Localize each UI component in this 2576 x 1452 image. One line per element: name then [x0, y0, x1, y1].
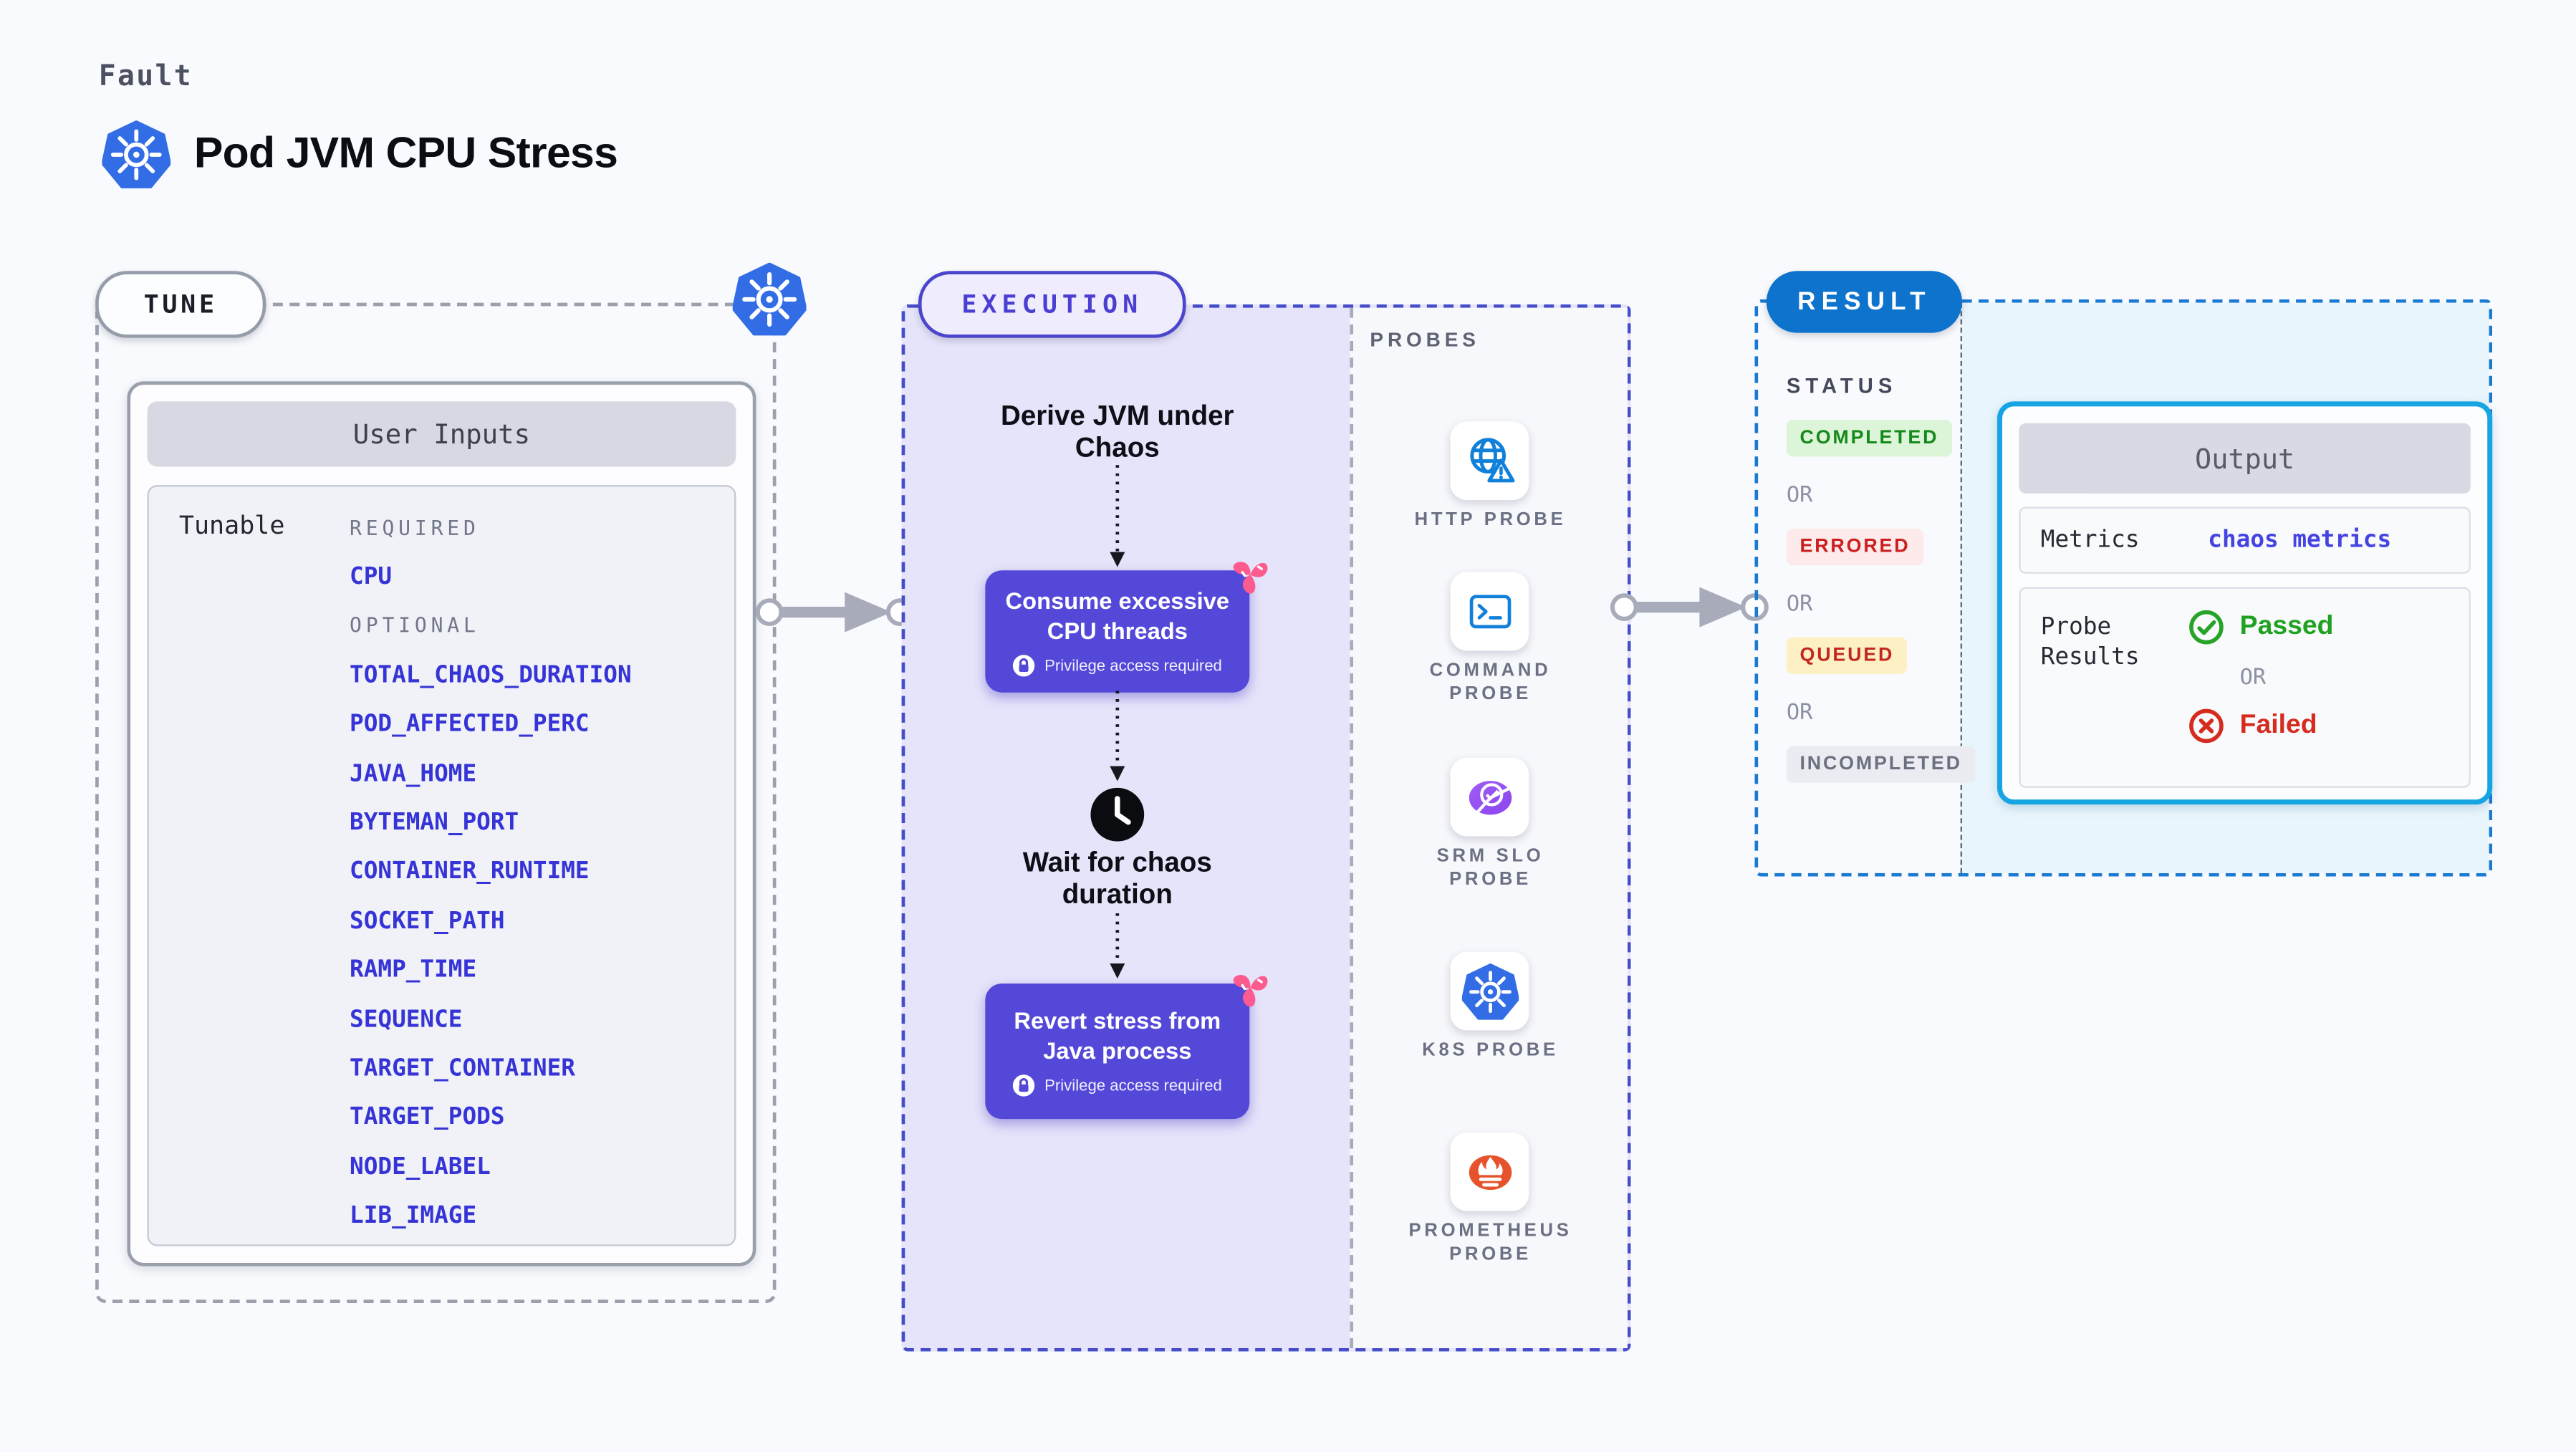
globe-alert-icon	[1469, 437, 1514, 482]
output-title: Output	[2019, 423, 2471, 494]
result-pill: RESULT	[1766, 271, 1963, 333]
command-probe-tile	[1450, 572, 1529, 651]
tunable-item[interactable]: SOCKET_PATH	[350, 908, 505, 935]
or-label: OR	[1786, 701, 1813, 726]
or-label: OR	[2239, 665, 2267, 691]
passed-label: Passed	[2239, 612, 2334, 641]
probe-label: SRM SLO PROBE	[1436, 846, 1544, 890]
tunable-panel: Tunable REQUIRED CPU OPTIONAL TOTAL_CHAO…	[147, 485, 736, 1246]
tunable-item[interactable]: SEQUENCE	[350, 1006, 463, 1034]
tunable-item[interactable]: TARGET_PODS	[350, 1105, 505, 1132]
revert-step-label: Revert stress from Java process	[1014, 1006, 1221, 1063]
metrics-value[interactable]: chaos metrics	[2208, 527, 2392, 554]
probe-results-label: Probe Results	[2040, 613, 2140, 671]
x-circle-icon	[2189, 708, 2224, 744]
slo-pie-icon	[1468, 780, 1512, 814]
status-heading: STATUS	[1786, 375, 1898, 398]
derive-step: Derive JVM under Chaos	[1001, 401, 1234, 464]
status-badge-errored: ERRORED	[1786, 528, 1924, 566]
chaos-pinwheel-icon	[1230, 557, 1269, 597]
status-badge-incompleted: INCOMPLETED	[1786, 746, 1976, 783]
tunable-item[interactable]: TARGET_CONTAINER	[350, 1055, 575, 1082]
dotted-arrow-icon	[1110, 913, 1125, 979]
tune-section	[95, 302, 777, 1304]
tunable-item[interactable]: POD_AFFECTED_PERC	[350, 711, 590, 739]
prometheus-icon	[1468, 1154, 1512, 1189]
required-heading: REQUIRED	[350, 516, 480, 540]
output-card: Output Metrics chaos metrics Probe Resul…	[1997, 401, 2493, 805]
user-inputs-title: User Inputs	[147, 401, 736, 467]
user-inputs-card: User Inputs Tunable REQUIRED CPU OPTIONA…	[127, 381, 756, 1266]
probes-panel: PROBES HTTP PROBE	[1350, 307, 1628, 1349]
prometheus-probe-tile	[1450, 1132, 1529, 1211]
probe-label: COMMAND PROBE	[1429, 660, 1552, 705]
lock-icon	[1012, 1074, 1037, 1097]
tunable-item[interactable]: CONTAINER_RUNTIME	[350, 858, 590, 886]
terminal-icon	[1469, 594, 1511, 628]
failed-label: Failed	[2239, 711, 2317, 740]
tunable-item[interactable]: LIB_IMAGE	[350, 1203, 477, 1230]
tunable-item[interactable]: RAMP_TIME	[350, 957, 477, 984]
or-label: OR	[1786, 483, 1813, 509]
probe-label: PROMETHEUS PROBE	[1408, 1221, 1572, 1265]
tunable-item[interactable]: TOTAL_CHAOS_DURATION	[350, 662, 632, 689]
optional-heading: OPTIONAL	[350, 615, 480, 638]
arrow-right-icon	[1606, 577, 1774, 638]
consume-step-label: Consume excessive CPU threads	[1005, 587, 1230, 643]
metrics-row: Metrics chaos metrics	[2019, 506, 2471, 574]
status-column: STATUS COMPLETED OR ERRORED OR QUEUED OR…	[1786, 375, 1976, 809]
dotted-arrow-icon	[1110, 691, 1125, 782]
http-probe-tile	[1450, 421, 1529, 501]
status-badge-queued: QUEUED	[1786, 637, 1908, 675]
output-panel: Output Metrics chaos metrics Probe Resul…	[1960, 302, 2493, 873]
tunable-item[interactable]: CPU	[350, 564, 393, 591]
execution-section: PROBES HTTP PROBE	[901, 304, 1631, 1352]
check-circle-icon	[2189, 610, 2224, 645]
tunable-label: Tunable	[178, 510, 285, 541]
probe-results-row: Probe Results Passed OR	[2019, 587, 2471, 788]
kubernetes-icon	[1461, 963, 1518, 1019]
revert-step-node[interactable]: Revert stress from Java process Privileg…	[985, 984, 1250, 1120]
k8s-probe-tile	[1450, 951, 1529, 1031]
kubernetes-icon	[102, 120, 170, 189]
srm-slo-probe-tile	[1450, 757, 1529, 837]
metrics-label: Metrics	[2040, 527, 2140, 554]
privilege-note: Privilege access required	[1044, 1076, 1222, 1095]
consume-step-node[interactable]: Consume excessive CPU threads Privilege …	[985, 570, 1250, 693]
probe-label: K8S PROBE	[1422, 1040, 1559, 1061]
tune-pill: TUNE	[95, 271, 266, 338]
fault-kicker: Fault	[98, 60, 193, 94]
result-section: Output Metrics chaos metrics Probe Resul…	[1754, 299, 2493, 877]
tunable-list: REQUIRED CPU OPTIONAL TOTAL_CHAOS_DURATI…	[350, 504, 724, 1241]
or-label: OR	[1786, 592, 1813, 617]
chaos-pinwheel-icon	[1230, 970, 1269, 1010]
wait-step: Wait for chaos duration	[1022, 847, 1212, 910]
arrow-right-icon	[751, 582, 918, 643]
privilege-note: Privilege access required	[1044, 656, 1222, 675]
tunable-item[interactable]: JAVA_HOME	[350, 760, 477, 787]
dotted-arrow-icon	[1110, 465, 1125, 567]
execution-pill: EXECUTION	[918, 271, 1186, 338]
probes-heading: PROBES	[1370, 327, 1480, 352]
tunable-item[interactable]: NODE_LABEL	[350, 1153, 491, 1181]
clock-icon	[1090, 787, 1145, 842]
kubernetes-icon	[733, 263, 807, 337]
tunable-item[interactable]: BYTEMAN_PORT	[350, 809, 519, 837]
probe-label: HTTP PROBE	[1414, 510, 1567, 531]
page-title: Pod JVM CPU Stress	[193, 127, 618, 178]
status-badge-completed: COMPLETED	[1786, 420, 1953, 457]
lock-icon	[1012, 654, 1037, 678]
